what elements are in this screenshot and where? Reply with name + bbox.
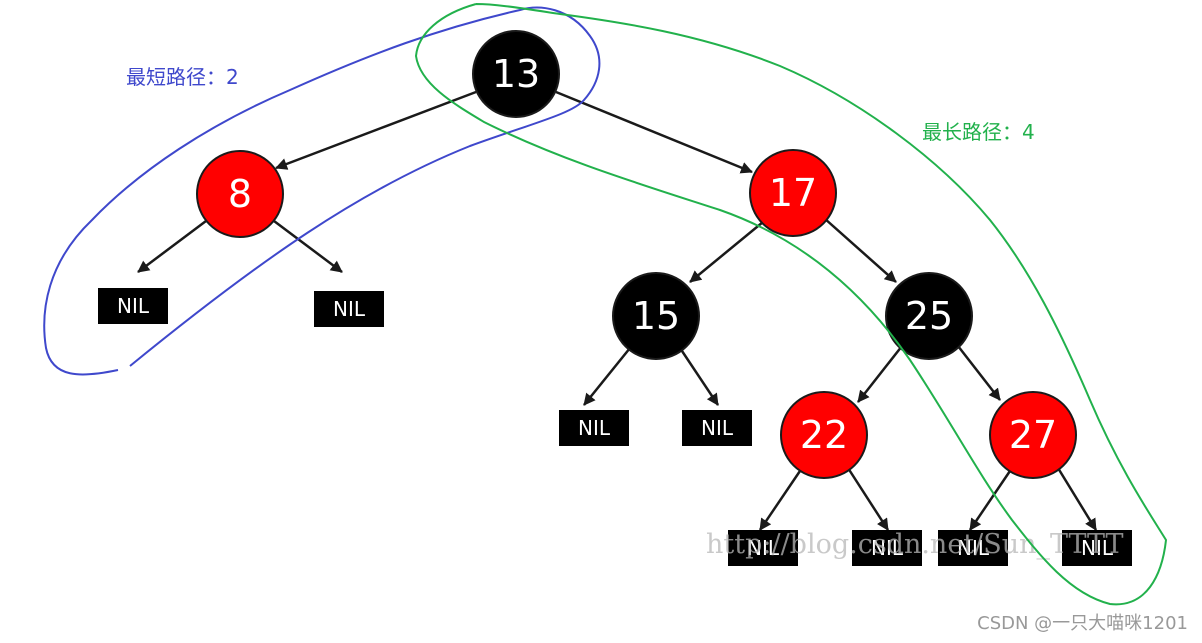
nil-text: NIL xyxy=(747,536,780,560)
nil-leaf: NIL xyxy=(98,288,168,324)
node-8-label: 8 xyxy=(228,172,252,216)
nil-text: NIL xyxy=(957,536,990,560)
edge-17-25 xyxy=(823,217,897,283)
blog-watermark: http://blog.csdn.net/Sun_TTTT xyxy=(706,529,1124,560)
node-22: 22 xyxy=(780,391,868,479)
nil-text: NIL xyxy=(578,416,611,440)
node-27-label: 27 xyxy=(1009,413,1057,457)
edge-17-15 xyxy=(689,221,764,283)
nil-text: NIL xyxy=(871,536,904,560)
node-22-label: 22 xyxy=(800,413,848,457)
node-17: 17 xyxy=(749,149,837,237)
nil-leaf: NIL xyxy=(314,291,384,327)
tree-edges xyxy=(137,90,1098,531)
edge-15-nil xyxy=(583,347,631,406)
edge-8-nil xyxy=(269,217,343,273)
node-27: 27 xyxy=(989,391,1077,479)
nil-leaf: NIL xyxy=(938,530,1008,566)
node-25: 25 xyxy=(885,272,973,360)
longest-path-outline xyxy=(414,3,1168,606)
node-13-label: 13 xyxy=(492,52,540,96)
edge-25-27 xyxy=(957,345,1001,401)
longest-path-label: 最长路径：4 xyxy=(922,120,1035,144)
node-13: 13 xyxy=(472,30,560,118)
edge-22-nil xyxy=(758,467,804,531)
edge-13-8 xyxy=(275,90,477,170)
nil-text: NIL xyxy=(117,294,150,318)
tree-nodes: 13 8 17 15 25 22 27 xyxy=(196,30,1077,479)
nil-text: NIL xyxy=(1081,536,1114,560)
nil-leaf: NIL xyxy=(559,410,629,446)
nil-leaf: NIL xyxy=(852,530,922,566)
node-17-label: 17 xyxy=(769,171,817,215)
nil-leaf: NIL xyxy=(682,410,752,446)
edge-25-22 xyxy=(857,345,903,403)
nil-text: NIL xyxy=(701,416,734,440)
node-15-label: 15 xyxy=(632,294,680,338)
edge-22-nil xyxy=(846,467,890,531)
node-15: 15 xyxy=(612,272,700,360)
shortest-path-outline xyxy=(43,6,601,376)
edge-13-17 xyxy=(555,90,753,174)
nil-text: NIL xyxy=(333,297,366,321)
node-25-label: 25 xyxy=(905,294,953,338)
node-8: 8 xyxy=(196,150,284,238)
edge-15-nil xyxy=(678,347,720,406)
edge-27-nil xyxy=(968,467,1014,531)
nil-leaf: NIL xyxy=(728,530,798,566)
nil-leaf: NIL xyxy=(1062,530,1132,566)
csdn-credit: CSDN @一只大喵咪1201 xyxy=(977,613,1188,634)
edge-8-nil xyxy=(137,217,211,273)
shortest-path-label: 最短路径：2 xyxy=(126,65,239,89)
edge-27-nil xyxy=(1056,467,1098,531)
nil-leaves: NIL NIL NIL NIL NIL NIL NIL NIL xyxy=(98,288,1132,566)
